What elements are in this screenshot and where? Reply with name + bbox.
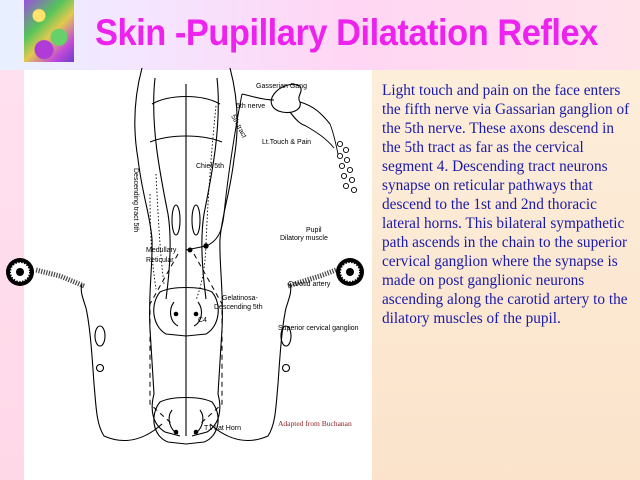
label-dilatory-muscle: Dilatory muscle [280,235,328,242]
label-pupil: Pupil [306,227,322,234]
left-sympathetic-chain [35,267,163,441]
text-panel [372,70,640,480]
gasserian-ganglion [241,83,331,127]
description-text: Light touch and pain on the face enters … [382,82,630,327]
reticular-descending-pathways [149,253,223,425]
label-lt-touch-pain: Lt.Touch & Pain [262,139,311,146]
label-fifth-tract: 5th tract [229,114,247,140]
label-gelatinosa: Gelatinosa- [222,295,258,302]
label-carotid-artery: Carotid artery [288,281,331,288]
reflex-pathway-diagram: Gasserian Gang 5th nerve Lt.Touch & Pain… [6,67,364,445]
label-c4: C4 [198,317,207,324]
label-sup-cerv-ganglion: Superior cervical ganglion [278,325,359,332]
decorative-logo-image [24,0,74,62]
neuron-connections [173,93,243,435]
header-band [0,0,640,70]
right-sympathetic-chain [209,267,337,441]
label-fifth-nerve: 5th nerve [236,103,265,110]
label-medullary: Medullary [146,247,177,254]
label-gasserian: Gasserian Gang [256,83,307,90]
credit-text: Adapted from Buchanan [278,419,352,428]
right-pupil-icon [336,258,364,286]
label-descending-tract: Descending tract 5th [132,168,139,232]
label-t1-lat-horn: T1 Lat Horn [204,425,241,432]
slide-title: Skin -Pupillary Dilatation Reflex [95,12,598,53]
brainstem-outline [134,67,238,445]
left-pupil-icon [6,258,34,286]
label-reticular: Reticular [146,257,174,264]
label-chief-5th: Chief 5th [196,163,224,170]
label-descending-5th: Descending 5th [214,304,263,311]
descending-tract-5th [149,105,217,301]
face-skin-receptors [305,123,358,194]
